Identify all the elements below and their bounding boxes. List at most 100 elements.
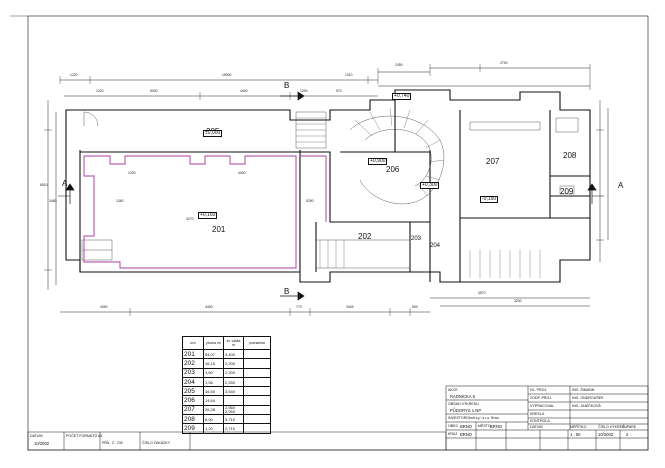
table-cell-note [243,358,271,369]
table-cell-height: 2,200 [223,367,244,378]
table-cell-height: 3,710 [223,414,244,425]
dim-text: 1220 [96,89,104,93]
table-cell-note [243,376,271,388]
dim-text: 6510 [40,183,48,187]
table-cell-room: 203 [182,367,204,378]
highlight-outline [83,155,327,269]
title-hip-value: ING. ŠIMANN [572,388,595,392]
elevation-tag-206: +0,900 [368,158,388,165]
title-vypracoval-label: VYPRACOVAL [530,404,555,408]
table-cell-area: 14,64 [203,395,224,406]
room-label-209: 209 [560,187,574,196]
table-cell-room: 205 [182,386,204,397]
dim-text: 1310 [345,73,353,77]
table-cell-room: 204 [182,376,204,388]
title-cpare-value: 2 [626,432,629,437]
table-cell-room: 207 [182,404,204,416]
table-cell-height [223,395,244,406]
room-label-206: 206 [386,165,400,174]
table-cell-area: 1,20 [203,423,224,434]
title-investor-label: INVESTOR [448,416,467,420]
title-kreslil-label: KRESLIL [530,412,545,416]
dim-text: 3460 [49,199,57,203]
table-cell-room: 209 [182,423,204,434]
table-header-cell: sv. výška m [223,336,244,350]
table-header-row: ozn plocha m² sv. výška m poznámka [182,336,271,350]
dim-text: 15900 [222,73,232,77]
title-cislo-value: 10/2002 [598,432,614,437]
elevation-tag-stair: +0,740 [392,93,412,100]
dim-text: 4400 [205,305,213,309]
title-akce-label: AKCE [448,388,458,392]
dim-text: 1360 [116,199,124,203]
table-cell-note [243,395,271,406]
title-mesto-value: BRNO [490,424,503,429]
dim-text: 3445 [346,305,354,309]
title-bottom-zakazka-label: ČÍSLO ZAKÁZKY [142,441,171,445]
table-cell-area: 16,15 [203,358,224,369]
title-datum-label: DATUM [530,425,543,429]
title-bottom-format-label: POČET FORMÁTŮ A4 [66,434,103,438]
table-cell-area: 26,28 [203,404,224,416]
section-mark-b-top: B [284,81,290,90]
title-obec-value: BRNO [460,424,473,429]
dim-text: 4400 [240,89,248,93]
title-vykres-label: ČÍSLO VÝKRESU [598,425,627,429]
section-mark-b-bottom: B [284,287,290,296]
table-cell-height: 2,560 2,050 [223,404,244,416]
section-mark-a-left: A [62,179,68,188]
dim-text: 770 [296,305,302,309]
interior-details [81,107,579,278]
title-cpare-label: Č. PARE [622,425,637,429]
table-cell-note [243,386,271,397]
elevation-tag-206b: +0,300 [420,182,440,189]
table-cell-room: 206 [182,395,204,406]
dim-text: 3570 [478,291,486,295]
dim-text: 2700 [500,61,508,65]
dimension-lines [44,64,609,316]
title-meritko-value: 1 : 50 [570,432,581,437]
dim-text: 1220 [70,73,78,77]
title-bottom-datum-value: 10/2002 [34,441,50,446]
dim-text: 5030 [150,89,158,93]
title-zodp-value: ING. ONDROUŠEK [572,396,604,400]
dim-text: 1200 [128,171,136,175]
title-meritko-label: MĚŘÍTKO [570,425,587,429]
title-obsah-value: PŮDORYS 1.NP [450,408,482,413]
table-cell-room: 202 [182,358,204,369]
room-label-203: 203 [411,236,422,242]
title-bottom-scale: PŘÍL. Č. 705 [102,441,123,445]
room-label-201: 201 [212,225,226,234]
section-markers [58,91,604,301]
elevation-tag-205: ±0,000 [203,130,223,137]
table-cell-note [243,423,271,434]
room-label-207: 207 [486,157,500,166]
table-cell-note [243,367,271,378]
elevation-tag-201: +0,160 [198,212,218,219]
table-cell-room: 201 [182,348,204,360]
room-label-204: 204 [430,243,441,249]
table-cell-height: 2,200 [223,358,244,369]
table-cell-height: 2,710 [223,423,244,434]
sheet-frame [27,15,649,451]
table-cell-note [243,404,271,416]
dim-text: 570 [336,89,342,93]
table-cell-height: 3,540 [223,386,244,397]
dim-text: 1200 [300,89,308,93]
table-cell-area: 6,00 [203,414,224,425]
title-zodp-label: ZODP. PROJ. [530,396,553,400]
walls [65,89,591,283]
table-cell-area: 1,50 [203,367,224,378]
dim-text: 4400 [238,171,246,175]
table-cell-room: 208 [182,414,204,425]
